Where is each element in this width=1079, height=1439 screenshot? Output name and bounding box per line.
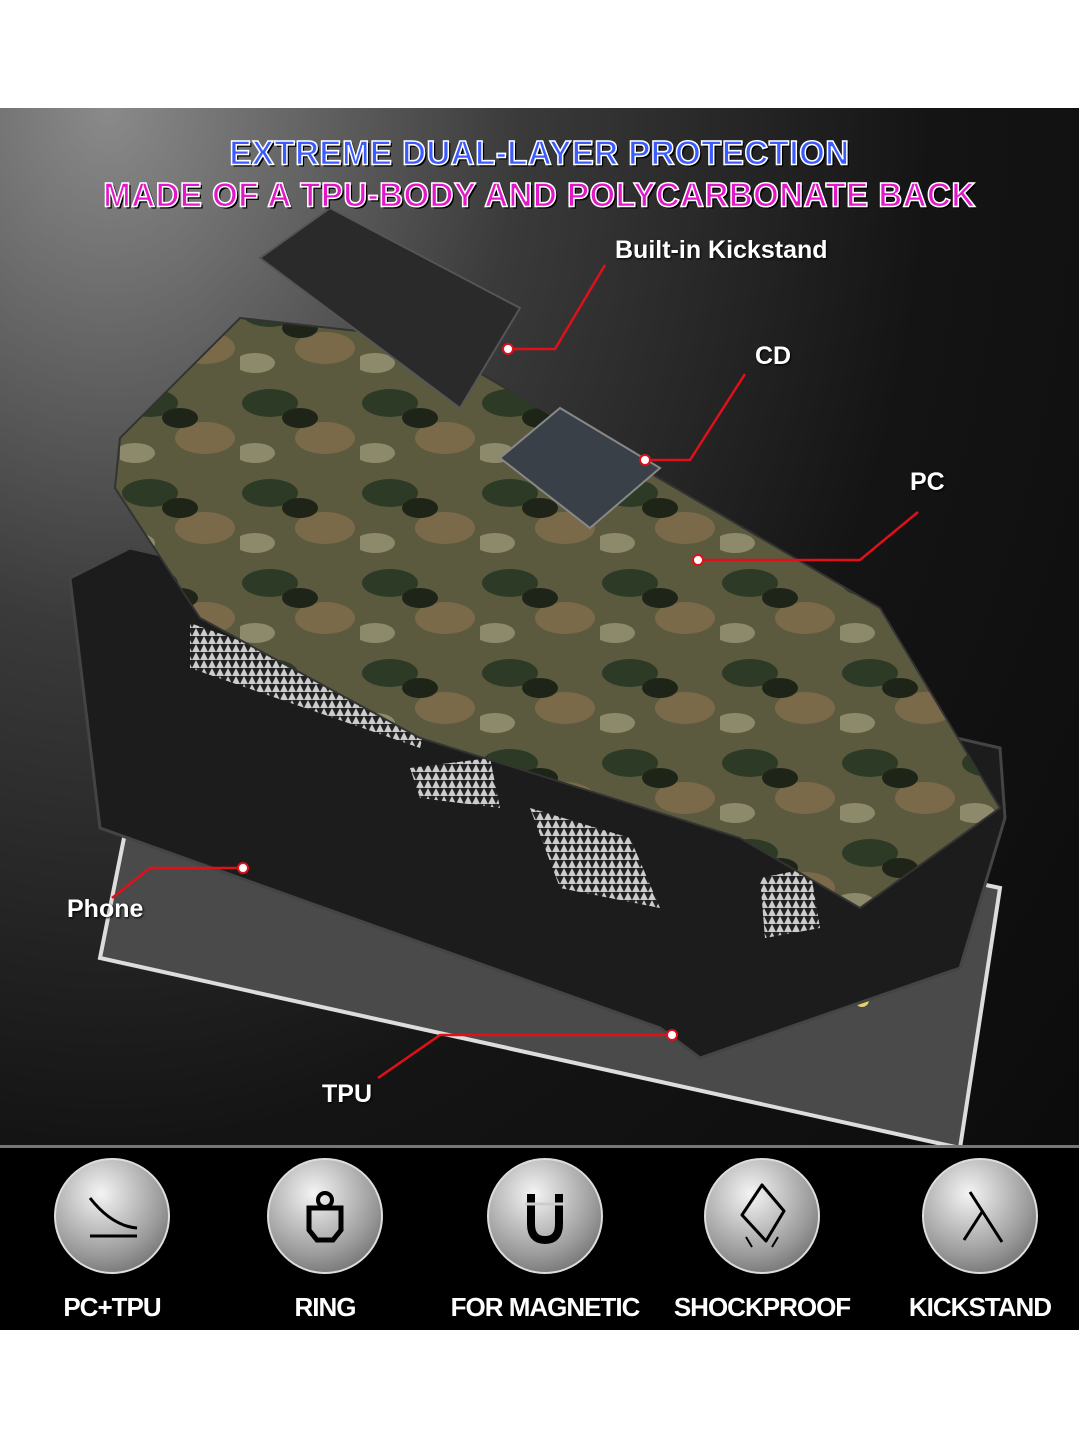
feature-label: SHOCKPROOF (673, 1292, 851, 1322)
feature-pc-tpu: PC+TPU (2, 1158, 222, 1323)
headline-line-2: MADE OF A TPU-BODY AND POLYCARBONATE BAC… (103, 174, 976, 214)
feature-shockproof: SHOCKPROOF (652, 1158, 872, 1323)
callout-kickstand: Built-in Kickstand (615, 236, 828, 264)
feature-label: PC+TPU (63, 1292, 161, 1322)
callout-tpu: TPU (322, 1080, 372, 1108)
product-image: EXTREME DUAL-LAYER PROTECTION MADE OF A … (0, 108, 1079, 1330)
feature-label: RING (294, 1292, 357, 1322)
ring-holder-icon (267, 1158, 383, 1274)
feature-label: KICKSTAND (908, 1292, 1052, 1322)
feature-kickstand: KICKSTAND (870, 1158, 1079, 1323)
feature-ring: RING (215, 1158, 435, 1323)
feature-strip: PC+TPU RING FOR MAGNETIC SHOCKPROOF KICK… (0, 1145, 1079, 1330)
magnet-icon (487, 1158, 603, 1274)
callout-phone: Phone (67, 895, 144, 923)
feature-magnetic: FOR MAGNETIC (435, 1158, 655, 1323)
kickstand-icon (922, 1158, 1038, 1274)
phone-shock-icon (704, 1158, 820, 1274)
feature-label: FOR MAGNETIC (450, 1292, 641, 1322)
cd-plate (498, 406, 662, 530)
layers-curve-icon (54, 1158, 170, 1274)
callout-cd: CD (755, 342, 792, 370)
kickstand (258, 206, 522, 410)
callout-pc: PC (910, 468, 945, 496)
phone-case-illustration (68, 206, 1007, 1151)
headline-line-1: EXTREME DUAL-LAYER PROTECTION (229, 132, 850, 172)
